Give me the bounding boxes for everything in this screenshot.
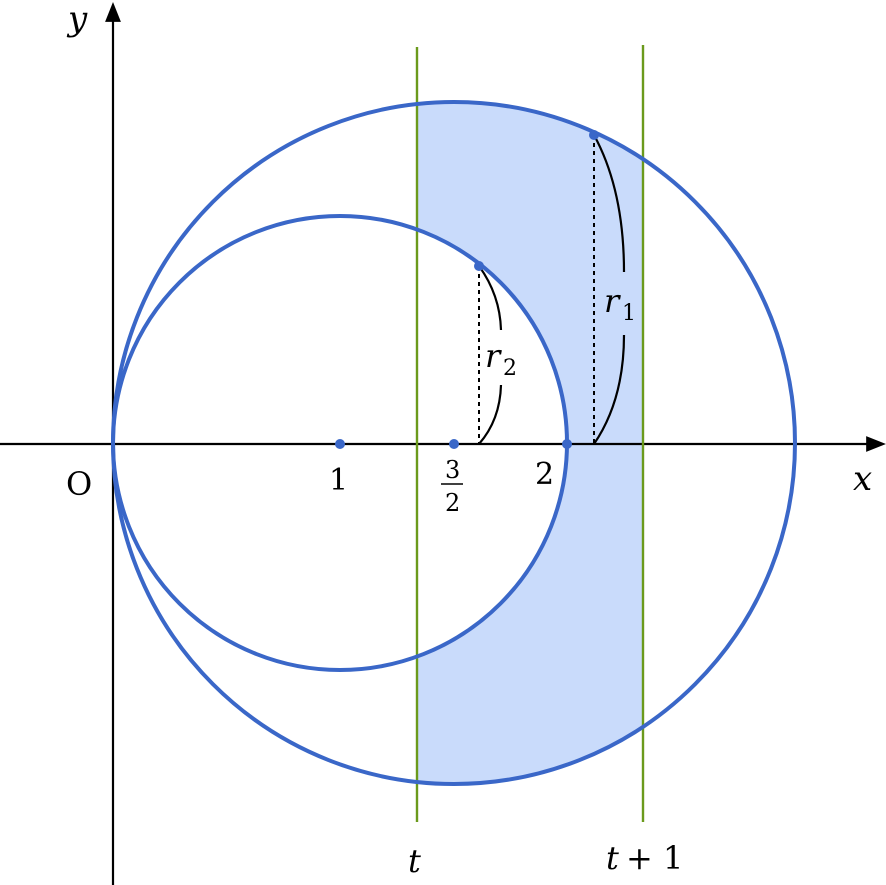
tick-label-3-2-numerator: 3 bbox=[445, 456, 460, 484]
r1-brace bbox=[593, 134, 626, 273]
r1-label-subscript: 1 bbox=[622, 301, 636, 326]
point-x-3-2 bbox=[449, 439, 459, 449]
r2-brace-lower bbox=[478, 384, 503, 445]
point-x-1 bbox=[335, 439, 345, 449]
r2-brace bbox=[478, 265, 503, 331]
shaded-region bbox=[417, 102, 643, 784]
y-axis-label: y bbox=[66, 0, 88, 39]
r2-label: r bbox=[485, 337, 502, 375]
origin-label: O bbox=[66, 465, 92, 503]
tick-label-3-2-denominator: 2 bbox=[445, 489, 460, 517]
line-t-label: t bbox=[408, 842, 421, 880]
line-t-plus-1-label-rest: + 1 bbox=[626, 839, 683, 877]
tick-label-2: 2 bbox=[535, 457, 554, 492]
line-t-plus-1-label-t: t bbox=[606, 839, 619, 877]
r1-brace-lower bbox=[593, 334, 626, 445]
point-on-large-circle bbox=[589, 130, 599, 140]
r1-label: r bbox=[604, 282, 621, 320]
tick-label-1: 1 bbox=[329, 463, 348, 498]
r2-label-subscript: 2 bbox=[503, 356, 517, 381]
x-axis-label: x bbox=[853, 459, 872, 499]
point-x-2 bbox=[562, 439, 572, 449]
point-on-small-circle bbox=[474, 261, 484, 271]
